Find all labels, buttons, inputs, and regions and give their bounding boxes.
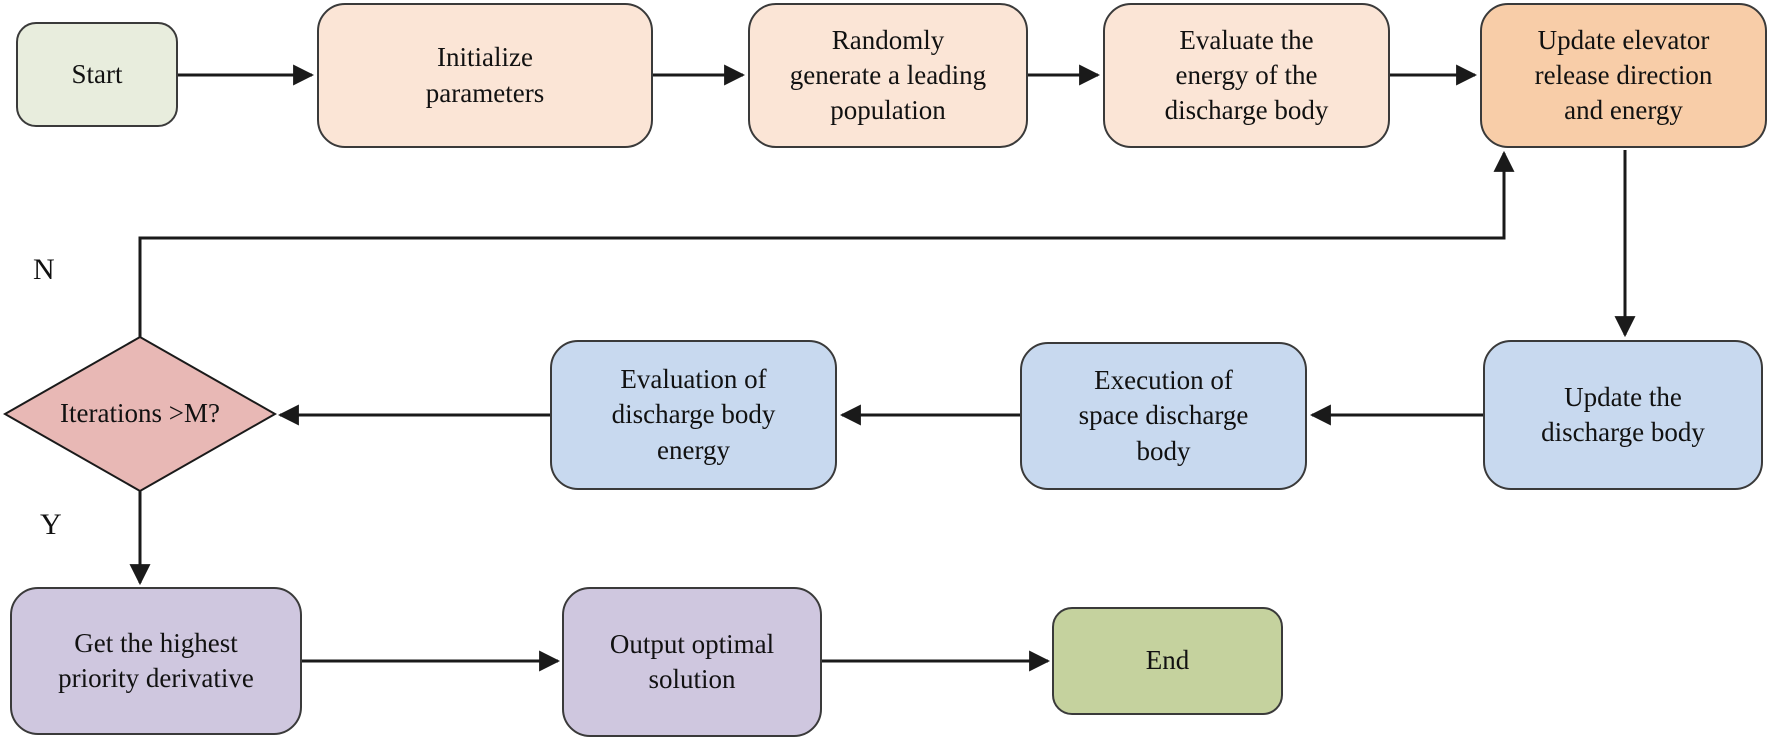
- arrow-decision-no-feedback: [138, 150, 1515, 337]
- node-execution-space-discharge: Execution of space discharge body: [1020, 342, 1307, 490]
- node-start: Start: [16, 22, 178, 127]
- branch-label-no: N: [33, 253, 55, 286]
- node-evaluate-energy: Evaluate the energy of the discharge bod…: [1103, 3, 1390, 148]
- node-output-optimal-solution: Output optimal solution: [562, 587, 822, 737]
- decision-iterations-label: Iterations >M?: [60, 398, 220, 429]
- node-evaluation-discharge-energy: Evaluation of discharge body energy: [550, 340, 837, 490]
- node-update-discharge-body: Update the discharge body: [1483, 340, 1763, 490]
- node-randomly-generate-population: Randomly generate a leading population: [748, 3, 1028, 148]
- node-end: End: [1052, 607, 1283, 715]
- node-initialize-parameters: Initialize parameters: [317, 3, 653, 148]
- node-update-elevator-release: Update elevator release direction and en…: [1480, 3, 1767, 148]
- node-get-highest-priority-derivative: Get the highest priority derivative: [10, 587, 302, 735]
- branch-label-yes: Y: [40, 508, 62, 541]
